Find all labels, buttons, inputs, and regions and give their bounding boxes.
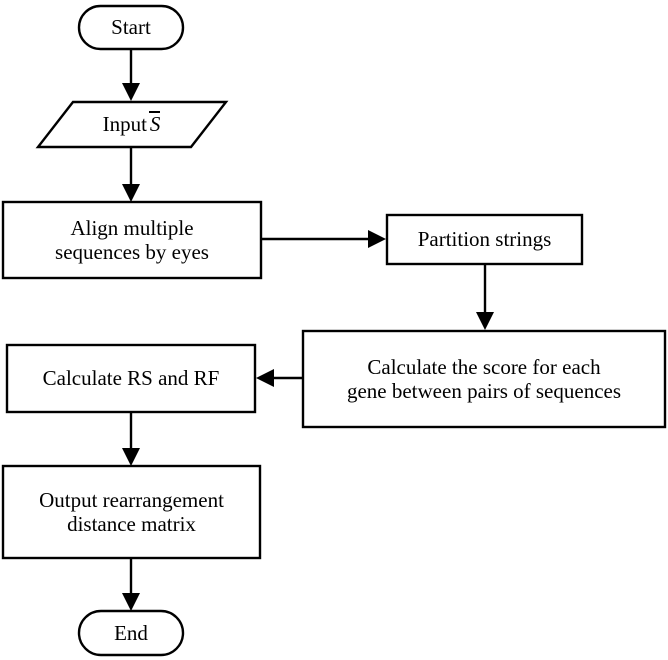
- connector-align-to-partition: [261, 230, 386, 248]
- node-end-shape[interactable]: [77, 609, 185, 657]
- node-score-shape[interactable]: [301, 329, 667, 429]
- connector-rsrf-to-output: [122, 412, 140, 466]
- connector-output-to-end: [122, 558, 140, 611]
- node-rsrf-shape[interactable]: [5, 343, 257, 414]
- connector-score-to-rsrf: [256, 369, 303, 387]
- connector-partition-to-score: [476, 264, 494, 330]
- connector-input-to-align: [122, 147, 140, 202]
- node-align-shape[interactable]: [1, 200, 263, 280]
- node-partition-shape[interactable]: [385, 213, 584, 266]
- node-start-shape[interactable]: [77, 4, 185, 51]
- node-input-shape[interactable]: [35, 100, 229, 149]
- connector-start-to-input: [122, 49, 140, 101]
- node-output-shape[interactable]: [1, 464, 262, 560]
